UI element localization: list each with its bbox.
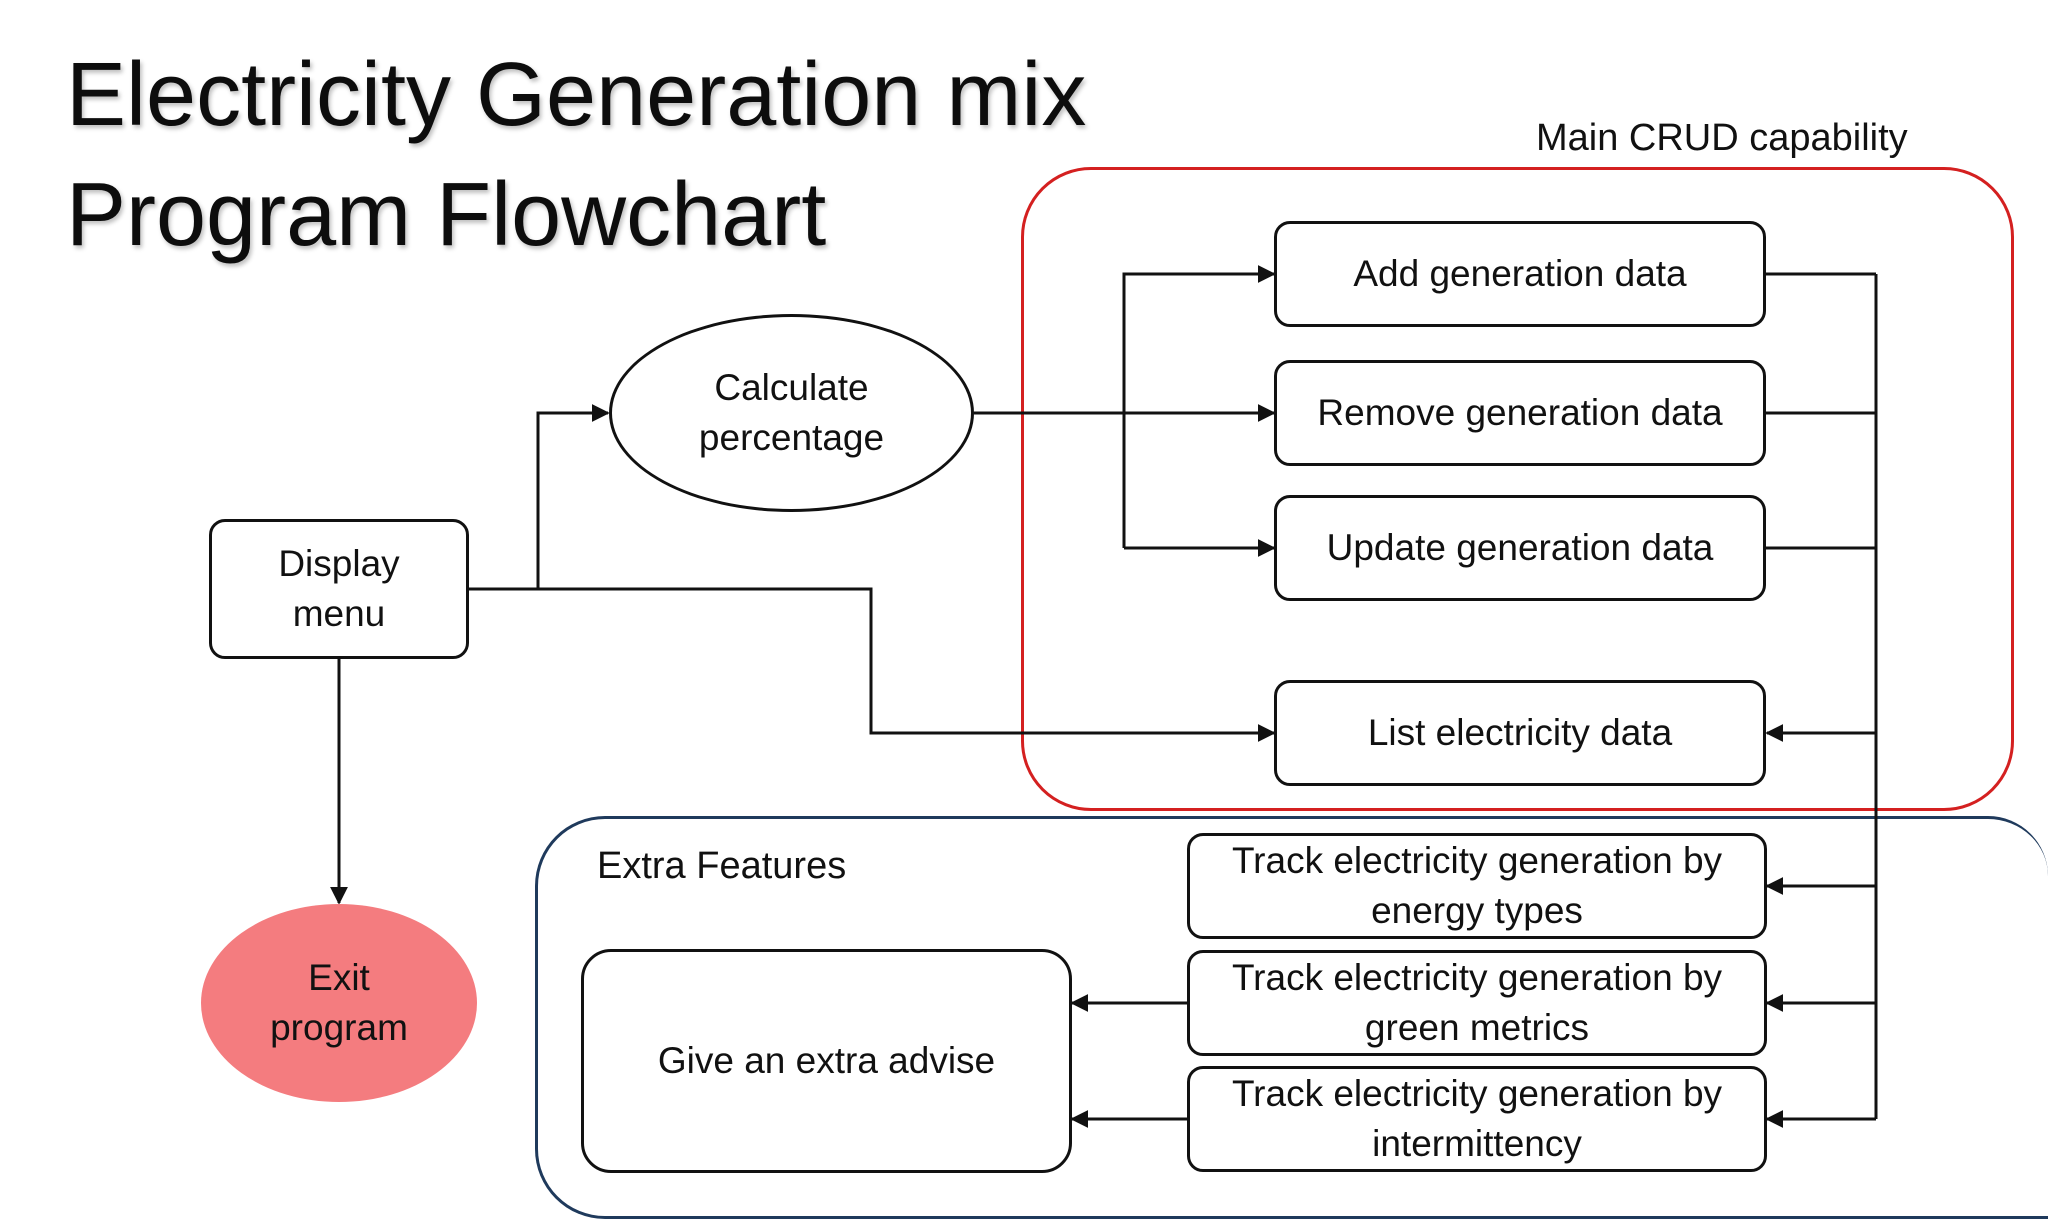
display-menu-line-2: menu [292, 593, 386, 634]
update-generation-data-node: Update generation data [1274, 495, 1766, 601]
calculate-line-1: Calculate [714, 367, 869, 409]
track-energy-line-1: Track electricity generation by [1231, 840, 1723, 882]
track-intermittency-node: Track electricity generation by intermit… [1187, 1066, 1767, 1172]
track-green-line-2: green metrics [1364, 1007, 1590, 1048]
add-generation-data-node: Add generation data [1274, 221, 1766, 327]
calculate-line-2: percentage [698, 417, 885, 458]
add-label: Add generation data [1353, 253, 1687, 295]
track-energy-line-2: energy types [1371, 890, 1583, 931]
crud-group-label: Main CRUD capability [1536, 117, 1908, 159]
track-energy-types-node: Track electricity generation by energy t… [1187, 833, 1767, 939]
edge-menu-to-calculate [468, 404, 610, 591]
remove-label: Remove generation data [1317, 392, 1723, 434]
exit-program-node: Exit program [201, 904, 477, 1102]
display-menu-line-1: Display [278, 543, 400, 585]
page-title-line-1: Electricity Generation mix [66, 45, 1087, 145]
track-green-metrics-node: Track electricity generation by green me… [1187, 950, 1767, 1056]
extra-features-label: Extra Features [597, 845, 847, 887]
edge-menu-to-list [538, 587, 1276, 742]
track-intermittency-line-2: intermittency [1372, 1123, 1582, 1164]
list-electricity-data-node: List electricity data [1274, 680, 1766, 786]
advise-label: Give an extra advise [657, 1040, 996, 1082]
calculate-percentage-node: Calculate percentage [609, 314, 974, 512]
crud-group-box [1021, 167, 2014, 811]
display-menu-node: Display menu [209, 519, 469, 659]
update-label: Update generation data [1326, 527, 1714, 569]
exit-line-2: program [270, 1007, 408, 1048]
give-extra-advise-node: Give an extra advise [581, 949, 1072, 1173]
track-intermittency-line-1: Track electricity generation by [1231, 1073, 1723, 1115]
list-label: List electricity data [1367, 712, 1673, 754]
page-title-line-2: Program Flowchart [66, 165, 827, 265]
edge-branch-to-add [1122, 265, 1276, 548]
exit-line-1: Exit [308, 957, 370, 999]
track-green-line-1: Track electricity generation by [1231, 957, 1723, 999]
remove-generation-data-node: Remove generation data [1274, 360, 1766, 466]
